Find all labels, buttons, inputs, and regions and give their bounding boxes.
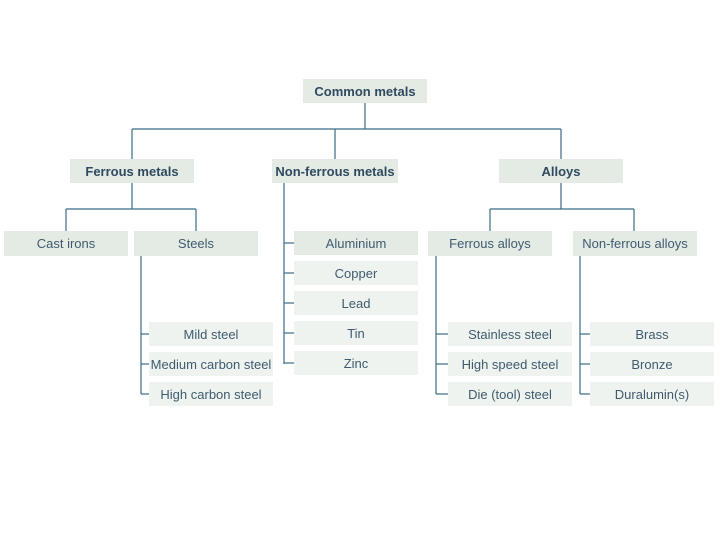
medium-carbon-steel-node: Medium carbon steel bbox=[149, 352, 273, 376]
ferrous-metals-node: Ferrous metals bbox=[70, 159, 194, 183]
stainless-steel-node: Stainless steel bbox=[448, 322, 572, 346]
root-node: Common metals bbox=[303, 79, 427, 103]
aluminium-node: Aluminium bbox=[294, 231, 418, 255]
alloys-node: Alloys bbox=[499, 159, 623, 183]
bronze-node: Bronze bbox=[590, 352, 714, 376]
copper-node: Copper bbox=[294, 261, 418, 285]
mild-steel-node: Mild steel bbox=[149, 322, 273, 346]
high-carbon-steel-node: High carbon steel bbox=[149, 382, 273, 406]
non-ferrous-alloys-node: Non-ferrous alloys bbox=[573, 231, 697, 256]
brass-node: Brass bbox=[590, 322, 714, 346]
high-speed-steel-node: High speed steel bbox=[448, 352, 572, 376]
non-ferrous-metals-node: Non-ferrous metals bbox=[272, 159, 398, 183]
zinc-node: Zinc bbox=[294, 351, 418, 375]
ferrous-alloys-node: Ferrous alloys bbox=[428, 231, 552, 256]
die-tool-steel-node: Die (tool) steel bbox=[448, 382, 572, 406]
cast-irons-node: Cast irons bbox=[4, 231, 128, 256]
steels-node: Steels bbox=[134, 231, 258, 256]
lead-node: Lead bbox=[294, 291, 418, 315]
duralumin-node: Duralumin(s) bbox=[590, 382, 714, 406]
tin-node: Tin bbox=[294, 321, 418, 345]
